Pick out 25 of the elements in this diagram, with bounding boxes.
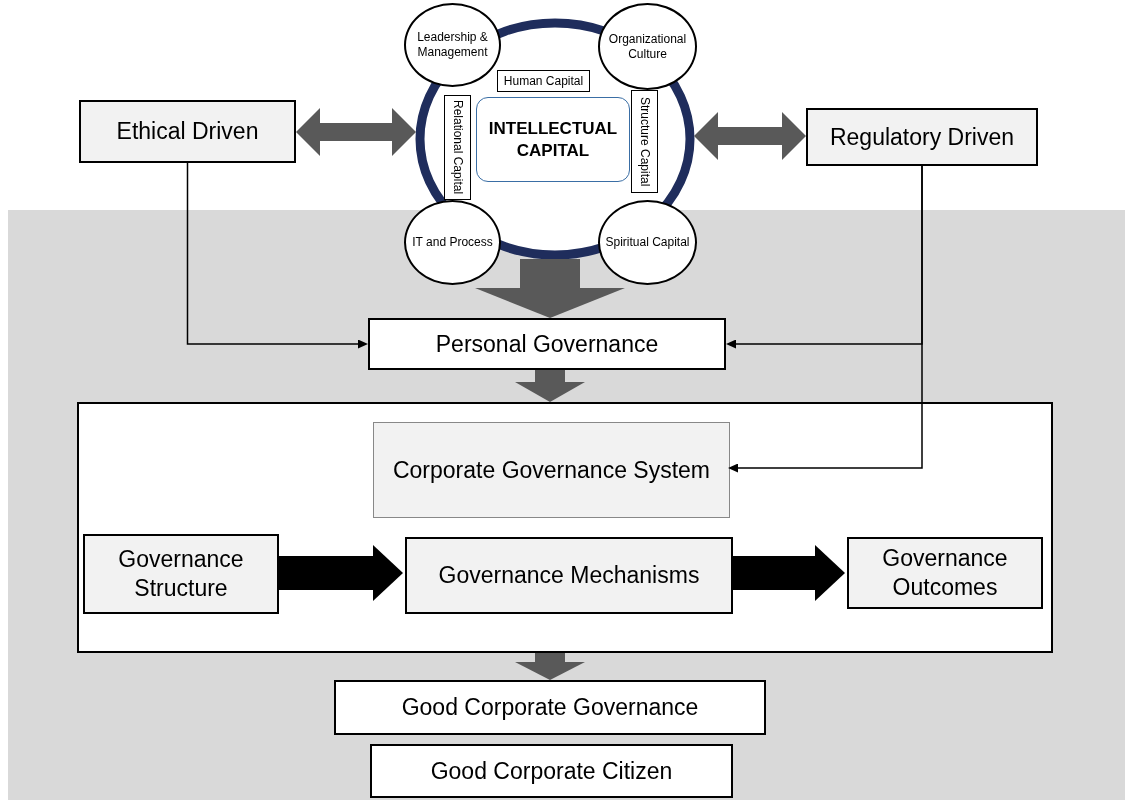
arrow: [186, 162, 368, 349]
arrow: [277, 545, 403, 601]
arrow: [731, 545, 845, 601]
core-box: INTELLECTUAL CAPITAL: [476, 97, 630, 182]
process-box: Governance Outcomes: [847, 537, 1043, 609]
capital-circle: Organizational Culture: [598, 3, 697, 90]
outcome-box: Good Corporate Citizen: [370, 744, 733, 798]
outcome-box: Good Corporate Governance: [334, 680, 766, 735]
driver-box: Regulatory Driven: [806, 108, 1038, 166]
arrow: [515, 653, 585, 680]
process-box: Governance Mechanisms: [405, 537, 733, 614]
arrow: [475, 259, 625, 318]
capital-label: Relational Capital: [444, 95, 471, 200]
driver-box: Ethical Driven: [79, 100, 296, 163]
capital-label: Human Capital: [497, 70, 590, 92]
process-box: Corporate Governance System: [373, 422, 730, 518]
double-arrow: [694, 112, 806, 160]
arrow: [515, 370, 585, 402]
system-frame: [77, 402, 1053, 653]
arrow: [728, 165, 923, 473]
double-arrow: [296, 108, 416, 156]
process-box: Personal Governance: [368, 318, 726, 370]
process-box: Governance Structure: [83, 534, 279, 614]
capital-label: Structure Capital: [631, 90, 658, 193]
capital-circle: Leadership & Management: [404, 3, 501, 87]
